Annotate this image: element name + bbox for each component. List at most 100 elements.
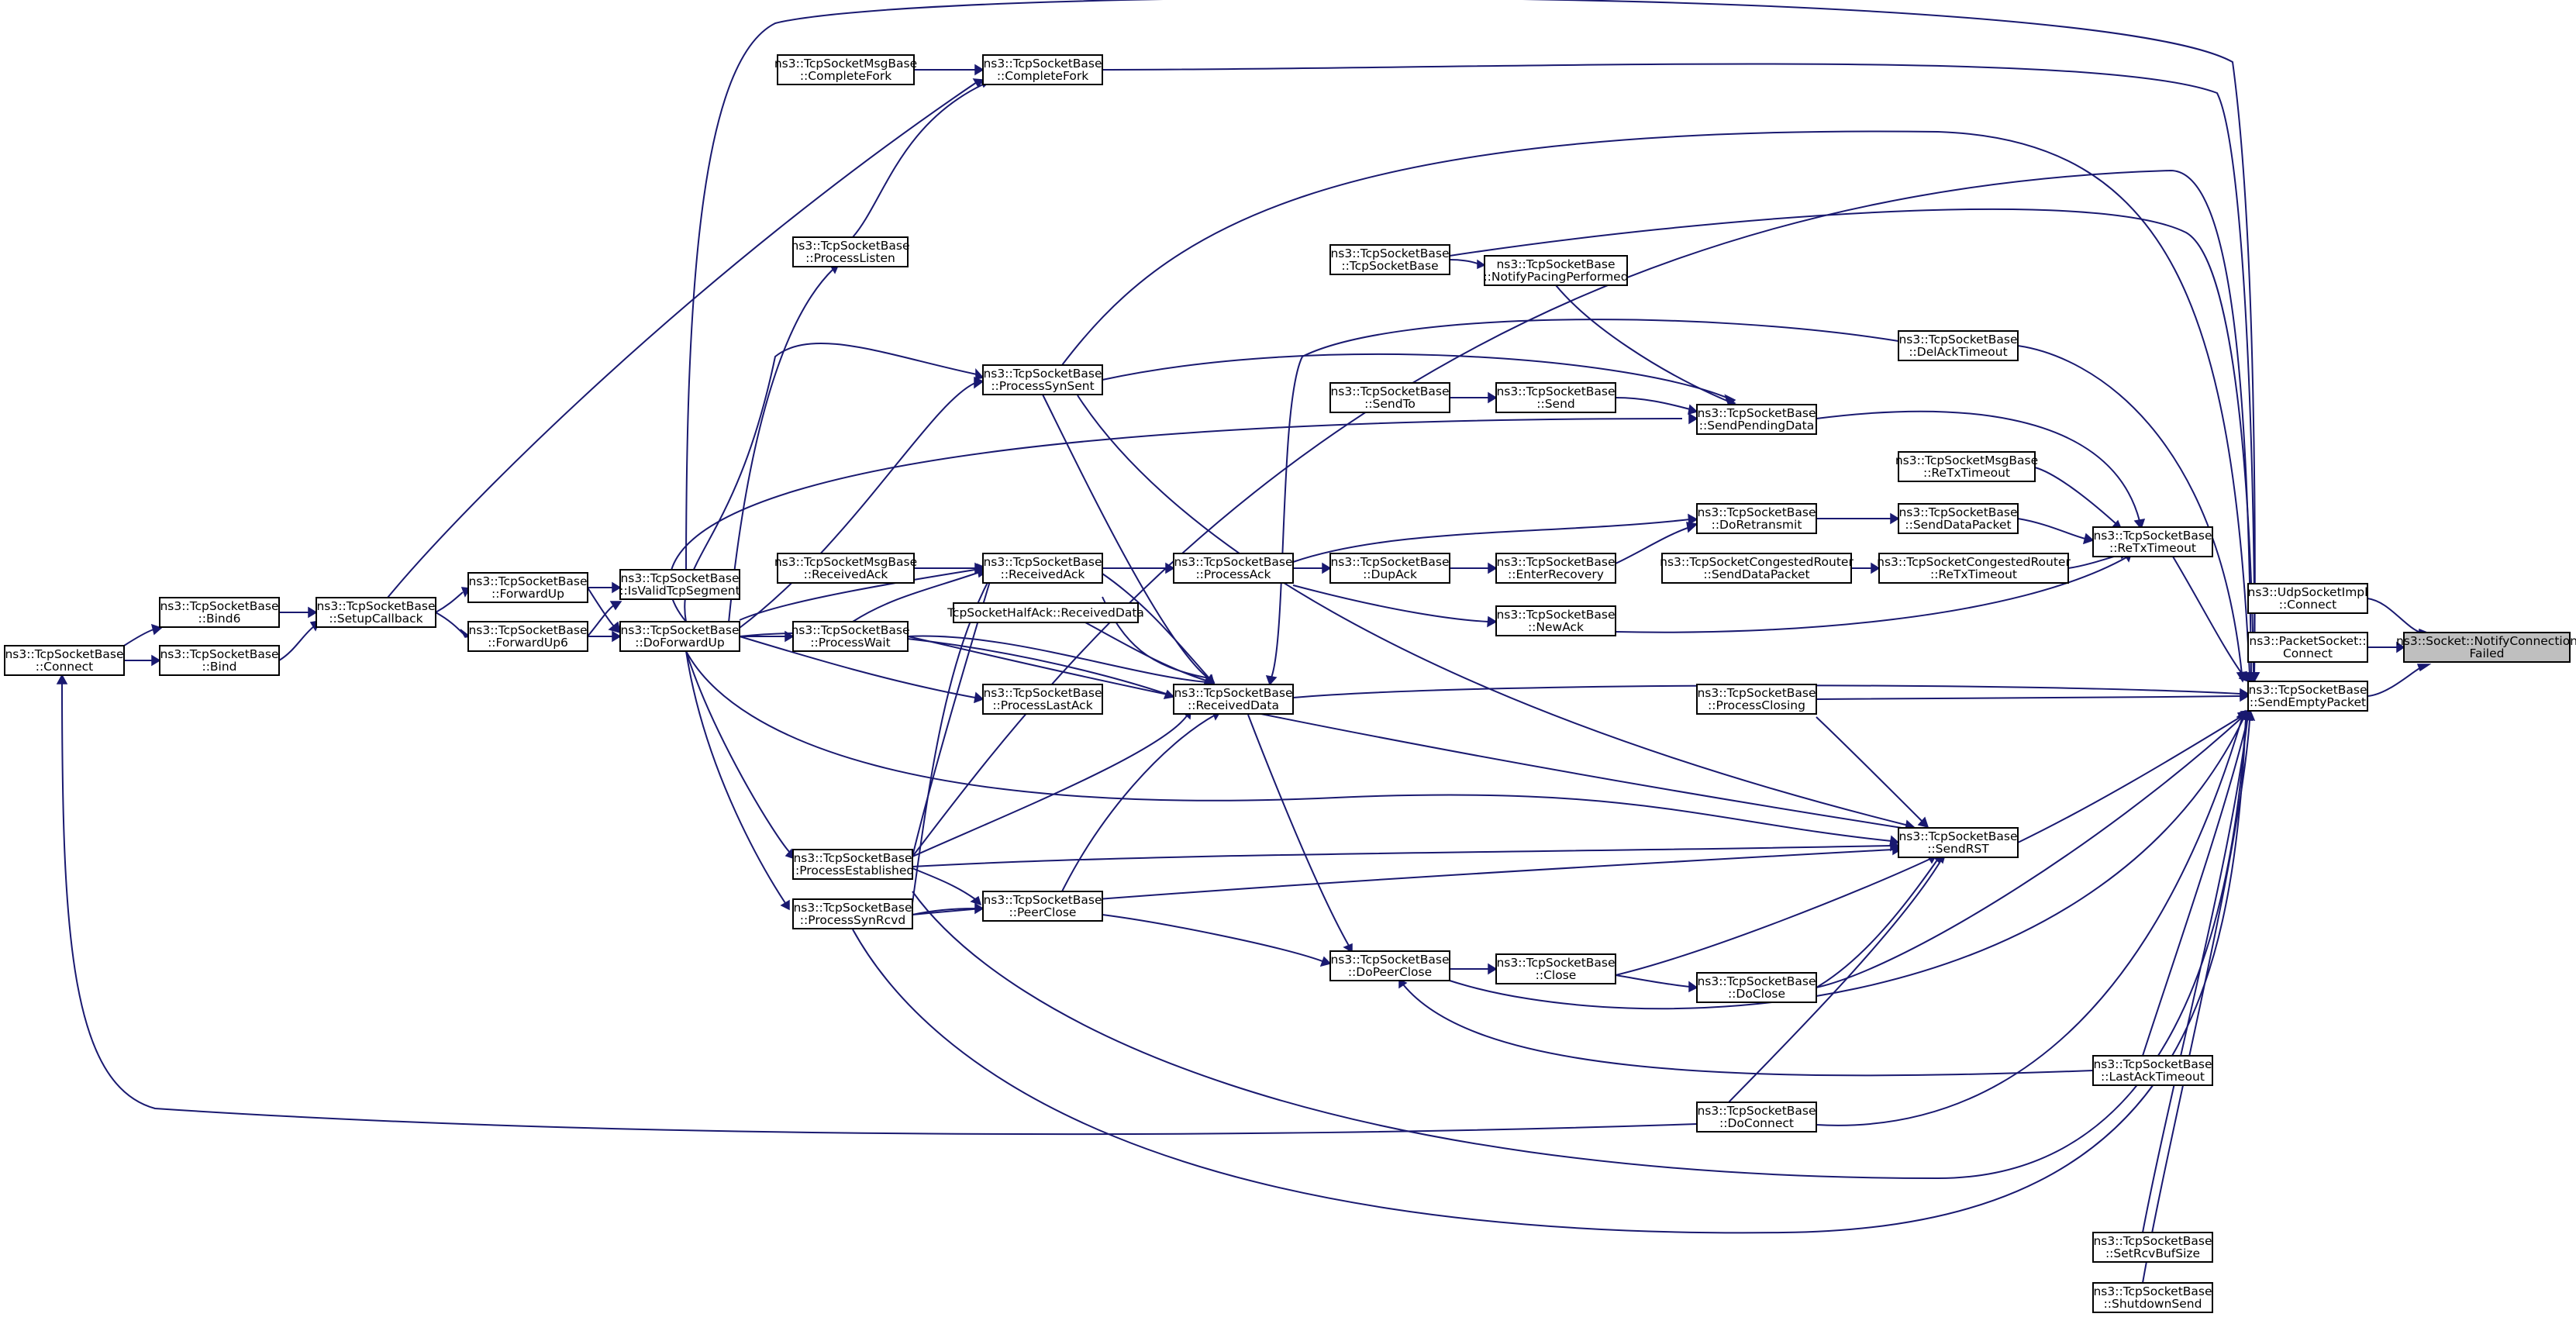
function-node-label: ns3::TcpSocketBase xyxy=(1174,555,1292,569)
function-node-enterrecovery[interactable]: ns3::TcpSocketBase::EnterRecovery xyxy=(1495,553,1616,584)
function-node-label: ::ProcessAck xyxy=(1195,567,1271,581)
function-node-box xyxy=(1329,950,1450,981)
function-node-newack[interactable]: ns3::TcpSocketBase::NewAck xyxy=(1495,605,1616,636)
function-node-send[interactable]: ns3::TcpSocketBase::Send xyxy=(1495,382,1616,413)
function-node-udpconnect[interactable]: ns3::UdpSocketImpl::Connect xyxy=(2247,583,2368,614)
function-node-peerclose[interactable]: ns3::TcpSocketBase::PeerClose xyxy=(982,891,1103,922)
function-node-close[interactable]: ns3::TcpSocketBase::Close xyxy=(1495,953,1616,984)
function-node-processlastack[interactable]: ns3::TcpSocketBase::ProcessLastAck xyxy=(982,684,1103,715)
call-edge xyxy=(1615,854,1937,976)
call-edge-line xyxy=(1061,130,2250,675)
call-edge xyxy=(2172,556,2250,683)
function-node-box xyxy=(467,572,588,603)
function-node-processsynrcvd[interactable]: ns3::TcpSocketBase::ProcessSynRcvd xyxy=(792,898,913,929)
function-node-doforwardup[interactable]: ns3::TcpSocketBase::DoForwardUp xyxy=(619,621,740,652)
call-edge xyxy=(1292,584,1498,628)
function-node-dupack[interactable]: ns3::TcpSocketBase::DupAck xyxy=(1329,553,1450,584)
function-node-label: ::SetRcvBufSize xyxy=(2105,1246,2200,1260)
function-node-label: ::ReTxTimeout xyxy=(1930,567,2017,581)
function-node-delack[interactable]: ns3::TcpSocketBase::DelAckTimeout xyxy=(1898,330,2019,361)
call-edge-line xyxy=(1615,526,1691,564)
function-node-label: ns3::TcpSocketBase xyxy=(793,901,912,915)
function-node-doclose[interactable]: ns3::TcpSocketBase::DoClose xyxy=(1696,972,1817,1003)
function-node-forwardup6[interactable]: ns3::TcpSocketBase::ForwardUp6 xyxy=(467,621,588,652)
function-node-processlisten[interactable]: ns3::TcpSocketBase::ProcessListen xyxy=(791,236,910,267)
call-edge-arrowhead xyxy=(608,621,622,634)
function-node-bind6[interactable]: ns3::TcpSocketBase::Bind6 xyxy=(159,597,280,628)
call-edge-line xyxy=(739,568,981,621)
function-node-rcvack[interactable]: ns3::TcpSocketBase::ReceivedAck xyxy=(982,553,1103,584)
function-node-processack[interactable]: ns3::TcpSocketBase::ProcessAck xyxy=(1173,553,1294,584)
function-node-box xyxy=(2092,526,2213,557)
function-node-label: TcpSocketHalfAck::ReceivedData xyxy=(947,606,1144,620)
function-node-box xyxy=(2092,1282,2213,1313)
function-node-label: ::LastAckTimeout xyxy=(2101,1070,2205,1084)
call-edge-line xyxy=(1728,858,1943,1103)
function-node-processwait[interactable]: ns3::TcpSocketBase::ProcessWait xyxy=(791,621,910,652)
function-node-pktconnect[interactable]: ns3::PacketSocket::Connect xyxy=(2247,632,2368,663)
function-node-processclosing[interactable]: ns3::TcpSocketBase::ProcessClosing xyxy=(1696,684,1817,715)
function-node-cgsenddata[interactable]: ns3::TcpSocketCongestedRouter::SendDataP… xyxy=(1660,553,1854,584)
call-edge-line xyxy=(2017,518,2086,540)
function-node-label: ns3::TcpSocketMsgBase xyxy=(774,555,917,569)
call-edge xyxy=(123,623,163,646)
call-edge xyxy=(907,636,1919,836)
call-edge-line xyxy=(912,714,1188,857)
function-node-forwardup[interactable]: ns3::TcpSocketBase::ForwardUp xyxy=(467,572,588,603)
call-edge-line xyxy=(1042,394,1210,680)
function-node-sendempty[interactable]: ns3::TcpSocketBase::SendEmptyPacket xyxy=(2247,681,2368,712)
call-edge-line xyxy=(2017,716,2241,843)
function-node-label: ns3::TcpSocketBase xyxy=(2248,683,2367,697)
function-node-connect[interactable]: ns3::TcpSocketBase::Connect xyxy=(4,645,125,676)
function-node-msgrcvack[interactable]: ns3::TcpSocketMsgBase::ReceivedAck xyxy=(774,553,917,584)
call-edge-arrowhead xyxy=(972,78,985,88)
call-edge xyxy=(1615,522,1698,564)
function-node-completefork[interactable]: ns3::TcpSocketBase::CompleteFork xyxy=(982,54,1103,85)
function-node-doretransmit[interactable]: ns3::TcpSocketBase::DoRetransmit xyxy=(1696,503,1817,534)
function-node-sendpending[interactable]: ns3::TcpSocketBase::SendPendingData xyxy=(1696,404,1817,435)
function-node-label: ns3::TcpSocketBase xyxy=(1496,555,1615,569)
function-node-processsynsent[interactable]: ns3::TcpSocketBase::ProcessSynSent xyxy=(982,364,1103,395)
call-edge-arrowhead xyxy=(2245,672,2257,683)
function-node-tcpctor[interactable]: ns3::TcpSocketBase::TcpSocketBase xyxy=(1329,244,1450,275)
call-edge xyxy=(739,376,985,629)
call-edge-arrowhead xyxy=(785,630,795,643)
function-node-cgretx[interactable]: ns3::TcpSocketCongestedRouter::ReTxTimeo… xyxy=(1877,553,2071,584)
function-node-dopeerclose[interactable]: ns3::TcpSocketBase::DoPeerClose xyxy=(1329,950,1450,981)
function-node-isvalid[interactable]: ns3::TcpSocketBase::IsValidTcpSegment xyxy=(619,569,740,600)
call-edge-arrowhead xyxy=(2243,709,2256,721)
function-node-processestab[interactable]: ns3::TcpSocketBase::ProcessEstablished xyxy=(791,849,914,880)
function-node-box xyxy=(316,597,436,628)
call-edge xyxy=(1102,914,1332,967)
function-node-shutdownsend[interactable]: ns3::TcpSocketBase::ShutdownSend xyxy=(2092,1282,2213,1313)
call-edge-arrowhead xyxy=(2396,641,2405,653)
function-node-rcvdata[interactable]: ns3::TcpSocketBase::ReceivedData xyxy=(1173,684,1294,715)
function-node-label: ns3::TcpSocketBase xyxy=(1330,953,1449,967)
function-node-msgretx[interactable]: ns3::TcpSocketMsgBase::ReTxTimeout xyxy=(1895,451,2038,482)
function-node-box xyxy=(792,898,913,929)
function-node-sendto[interactable]: ns3::TcpSocketBase::SendTo xyxy=(1329,382,1450,413)
function-node-sendrst[interactable]: ns3::TcpSocketBase::SendRST xyxy=(1898,827,2019,858)
call-edge xyxy=(685,650,790,911)
function-node-doconnect[interactable]: ns3::TcpSocketBase::DoConnect xyxy=(1696,1102,1817,1133)
function-node-label: ::ProcessLastAck xyxy=(992,698,1092,712)
function-node-retx[interactable]: ns3::TcpSocketBase::ReTxTimeout xyxy=(2092,526,2213,557)
function-node-notifypacing[interactable]: ns3::TcpSocketBase::NotifyPacingPerforme… xyxy=(1483,255,1629,286)
function-node-label: ::ReTxTimeout xyxy=(1923,466,2010,480)
call-edge-line xyxy=(1615,974,1691,988)
function-node-box xyxy=(1495,382,1616,413)
function-node-setrcvbuf[interactable]: ns3::TcpSocketBase::SetRcvBufSize xyxy=(2092,1232,2213,1263)
call-edge-arrowhead xyxy=(1892,843,1902,856)
function-node-label: ::ReceivedData xyxy=(1188,698,1279,712)
function-node-lastacktimeout[interactable]: ns3::TcpSocketBase::LastAckTimeout xyxy=(2092,1055,2213,1086)
function-node-msgcompletefork[interactable]: ns3::TcpSocketMsgBase::CompleteFork xyxy=(774,54,917,85)
function-node-setupcb[interactable]: ns3::TcpSocketBase::SetupCallback xyxy=(316,597,436,628)
function-node-senddatapacket[interactable]: ns3::TcpSocketBase::SendDataPacket xyxy=(1898,503,2019,534)
function-node-bind[interactable]: ns3::TcpSocketBase::Bind xyxy=(159,645,280,676)
call-edge-line xyxy=(852,571,981,622)
call-edge-line xyxy=(728,268,834,623)
function-node-box xyxy=(1696,404,1817,435)
function-node-label: Connect xyxy=(2283,646,2333,660)
function-node-halfack[interactable]: TcpSocketHalfAck::ReceivedData xyxy=(947,602,1144,623)
